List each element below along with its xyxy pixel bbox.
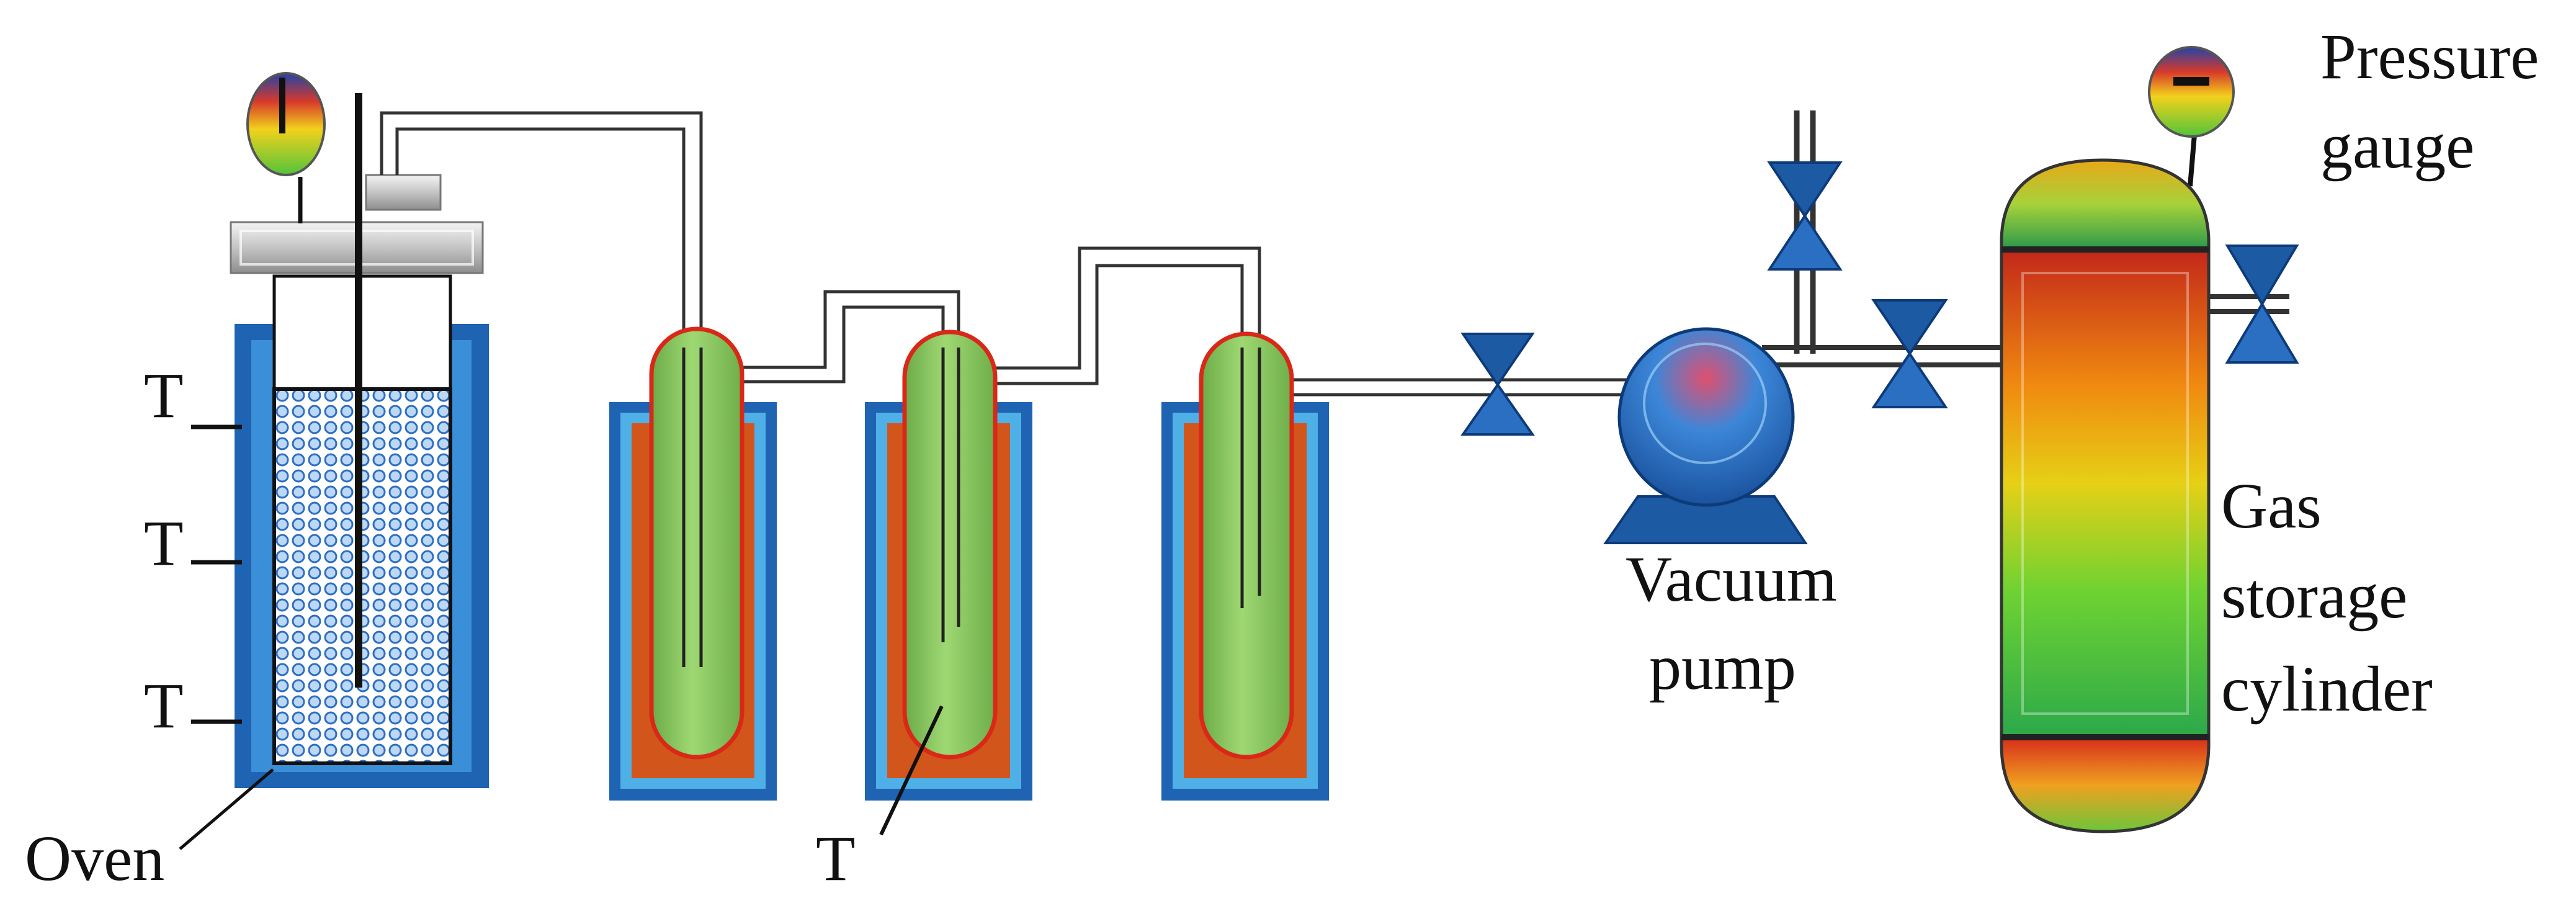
cylinder-body [2000, 246, 2211, 740]
valve-pump-inlet [1460, 333, 1535, 436]
oven-lid-bevel [239, 230, 474, 266]
pressure-gauge-icon [2148, 46, 2235, 138]
vacuum-pump-base [1603, 495, 1808, 544]
oven-outlet-fitting [365, 174, 442, 211]
cold-trap-2 [865, 330, 1032, 801]
cold-trap-2-vessel [902, 330, 998, 760]
temp-marker-3: T [144, 670, 184, 742]
cold-trap-1 [609, 326, 777, 801]
valve-vent [1767, 161, 1843, 271]
valve-cylinder-inlet [1871, 299, 1948, 408]
oven-label-leader [179, 768, 274, 850]
oven-temperature-markers: T T T [144, 360, 242, 742]
cold-trap-3 [1161, 331, 1329, 801]
vacuum-pump-body [1617, 327, 1795, 507]
temp-marker-2: T [144, 508, 184, 579]
trap-temp-marker: T [816, 823, 856, 894]
cylinder-top-dome [2000, 158, 2211, 250]
trap-dip-tubes [682, 348, 1261, 667]
cold-trap-3-vessel [1199, 331, 1294, 760]
valve-cylinder-outlet [2225, 245, 2299, 364]
vacuum-pump-highlight [1643, 343, 1767, 464]
cylinder-pressure-gauge [2148, 46, 2235, 138]
pressure-gauge-needle [2173, 77, 2209, 86]
trap-temp-marker-leader [879, 705, 944, 836]
vacuum-pump [1603, 327, 1808, 544]
pressure-gauge-label: Pressure gauge [2320, 21, 2555, 182]
oven [230, 72, 489, 788]
gas-storage-cylinder-label: Gas storage cylinder [2221, 470, 2433, 725]
gas-storage-cylinder [2000, 158, 2211, 833]
oven-pressure-gauge-icon [246, 72, 326, 176]
cylinder-bevel [2021, 272, 2189, 715]
cylinder-bottom-dome [2000, 737, 2211, 833]
cold-trap-1-vessel [649, 326, 745, 760]
temp-marker-1: T [144, 360, 184, 431]
oven-label: Oven [25, 823, 164, 894]
vacuum-pump-label: Vacuum pump [1626, 544, 1853, 703]
